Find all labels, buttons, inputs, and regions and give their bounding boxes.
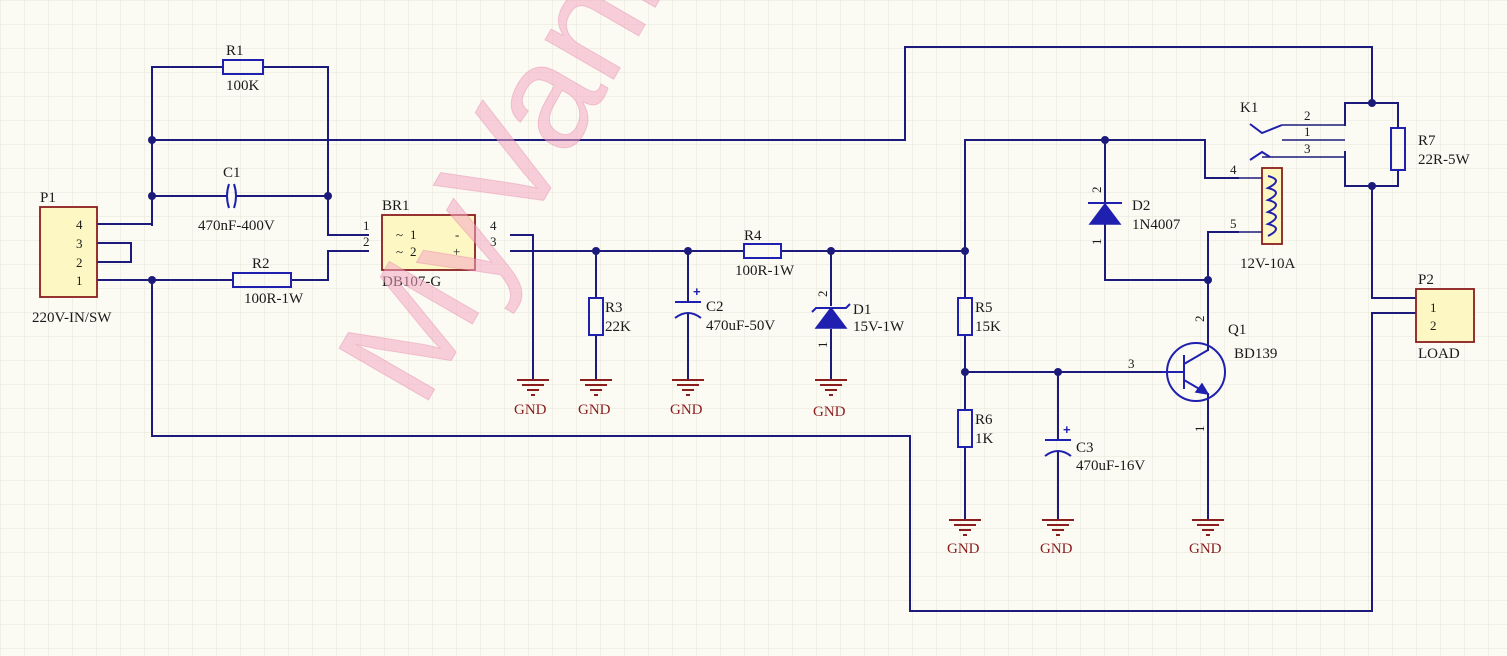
r6-value: 1K bbox=[975, 431, 994, 447]
d1-pin-1: 1 bbox=[815, 342, 830, 349]
br1-sym-minus: - bbox=[455, 227, 459, 242]
gnd-label: GND bbox=[947, 541, 980, 557]
br1-sym-ac2: ~ bbox=[396, 244, 403, 259]
c1-value: 470nF-400V bbox=[198, 218, 275, 234]
k1-pin-2: 2 bbox=[1304, 108, 1311, 123]
c2-designator: C2 bbox=[706, 299, 724, 315]
p1-pin-4: 4 bbox=[76, 217, 83, 232]
ground-c3: GND bbox=[1040, 519, 1075, 557]
p2-pin-1: 1 bbox=[1430, 300, 1437, 315]
br1-sym-ac1: ~ bbox=[396, 227, 403, 242]
r6-designator: R6 bbox=[975, 412, 993, 428]
q1-designator: Q1 bbox=[1228, 322, 1246, 338]
resistor-r5[interactable]: R5 15K bbox=[957, 297, 1001, 336]
r1-designator: R1 bbox=[226, 43, 244, 59]
gnd-label: GND bbox=[1040, 541, 1073, 557]
k1-designator: K1 bbox=[1240, 100, 1258, 116]
br1-designator: BR1 bbox=[382, 198, 410, 214]
ground-q1: GND bbox=[1189, 519, 1225, 557]
p1-pin-1: 1 bbox=[76, 273, 83, 288]
gnd-label: GND bbox=[1189, 541, 1222, 557]
gnd-label: GND bbox=[514, 402, 547, 418]
capacitor-c2[interactable]: + C2 470uF-50V bbox=[674, 284, 775, 334]
r3-value: 22K bbox=[605, 319, 631, 335]
p1-value: 220V-IN/SW bbox=[32, 310, 112, 326]
br1-pin-1: 1 bbox=[363, 218, 370, 233]
gnd-label: GND bbox=[670, 402, 703, 418]
resistor-r6[interactable]: R6 1K bbox=[957, 409, 994, 448]
connector-p2[interactable]: P2 1 2 LOAD bbox=[1415, 272, 1475, 362]
resistor-r4[interactable]: R4 100R-1W bbox=[735, 228, 795, 279]
br1-pin-2: 2 bbox=[363, 234, 370, 249]
d2-pin-2: 2 bbox=[1089, 187, 1104, 194]
br1-inner-pin-2: 2 bbox=[410, 244, 417, 259]
transistor-q1[interactable]: 2 3 1 Q1 BD139 bbox=[1128, 316, 1277, 433]
k1-pin-3: 3 bbox=[1304, 141, 1311, 156]
d2-pin-1: 1 bbox=[1089, 239, 1104, 246]
ground-r3: GND bbox=[578, 379, 613, 418]
r3-designator: R3 bbox=[605, 300, 623, 316]
r7-value: 22R-5W bbox=[1418, 152, 1471, 168]
p2-pin-2: 2 bbox=[1430, 318, 1437, 333]
p1-designator: P1 bbox=[40, 190, 56, 206]
capacitor-c1[interactable]: C1 470nF-400V bbox=[198, 165, 275, 234]
zener-diode-d1[interactable]: 2 1 D1 15V-1W bbox=[811, 291, 905, 349]
d1-designator: D1 bbox=[853, 302, 871, 318]
p2-designator: P2 bbox=[1418, 272, 1434, 288]
k1-pin-1: 1 bbox=[1304, 124, 1311, 139]
capacitor-c3[interactable]: + C3 470uF-16V bbox=[1044, 422, 1145, 474]
q1-pin-3: 3 bbox=[1128, 356, 1135, 371]
ground-c2: GND bbox=[670, 379, 705, 418]
r2-designator: R2 bbox=[252, 256, 270, 272]
wires bbox=[96, 46, 1417, 612]
diode-d2[interactable]: 2 1 D2 1N4007 bbox=[1088, 187, 1181, 246]
connector-p1[interactable]: P1 4 3 2 1 220V-IN/SW bbox=[32, 190, 112, 326]
k1-pin-4: 4 bbox=[1230, 162, 1237, 177]
br1-value: DB107-G bbox=[382, 274, 441, 290]
r4-designator: R4 bbox=[744, 228, 762, 244]
ground-r6: GND bbox=[947, 519, 982, 557]
resistor-r3[interactable]: R3 22K bbox=[588, 297, 631, 336]
r4-value: 100R-1W bbox=[735, 263, 795, 279]
d1-pin-2: 2 bbox=[815, 291, 830, 298]
r5-designator: R5 bbox=[975, 300, 993, 316]
br1-inner-pin-1: 1 bbox=[410, 227, 417, 242]
p1-pin-3: 3 bbox=[76, 236, 83, 251]
c3-designator: C3 bbox=[1076, 440, 1094, 456]
k1-pin-5: 5 bbox=[1230, 216, 1237, 231]
bridge-rectifier-br1[interactable]: BR1 1 2 4 3 ~ ~ 1 2 - + DB107-G bbox=[363, 198, 497, 290]
q1-pin-1: 1 bbox=[1192, 426, 1207, 433]
br1-pin-3: 3 bbox=[490, 234, 497, 249]
q1-pin-2: 2 bbox=[1192, 316, 1207, 323]
r7-designator: R7 bbox=[1418, 133, 1436, 149]
resistor-r7[interactable]: R7 22R-5W bbox=[1390, 127, 1471, 171]
k1-value: 12V-10A bbox=[1240, 256, 1295, 272]
d2-designator: D2 bbox=[1132, 198, 1150, 214]
c1-designator: C1 bbox=[223, 165, 241, 181]
gnd-label: GND bbox=[578, 402, 611, 418]
d1-value: 15V-1W bbox=[853, 319, 905, 335]
r5-value: 15K bbox=[975, 319, 1001, 335]
q1-value: BD139 bbox=[1234, 346, 1277, 362]
br1-sym-plus: + bbox=[453, 244, 460, 259]
c2-polarity: + bbox=[693, 284, 701, 299]
r1-value: 100K bbox=[226, 78, 260, 94]
ground-d1: GND bbox=[813, 379, 848, 420]
br1-pin-4: 4 bbox=[490, 218, 497, 233]
resistor-r1[interactable]: R1 100K bbox=[222, 43, 264, 94]
c3-polarity: + bbox=[1063, 422, 1071, 437]
junctions bbox=[148, 99, 1376, 376]
p1-pin-2: 2 bbox=[76, 255, 83, 270]
relay-k1[interactable]: K1 2 1 3 4 5 12V-10A bbox=[1230, 100, 1345, 272]
ground-br1: GND bbox=[514, 379, 550, 418]
c2-value: 470uF-50V bbox=[706, 318, 775, 334]
r2-value: 100R-1W bbox=[244, 291, 304, 307]
d2-value: 1N4007 bbox=[1132, 217, 1181, 233]
c3-value: 470uF-16V bbox=[1076, 458, 1145, 474]
resistor-r2[interactable]: R2 100R-1W bbox=[232, 256, 304, 307]
gnd-label: GND bbox=[813, 404, 846, 420]
p2-value: LOAD bbox=[1418, 346, 1460, 362]
